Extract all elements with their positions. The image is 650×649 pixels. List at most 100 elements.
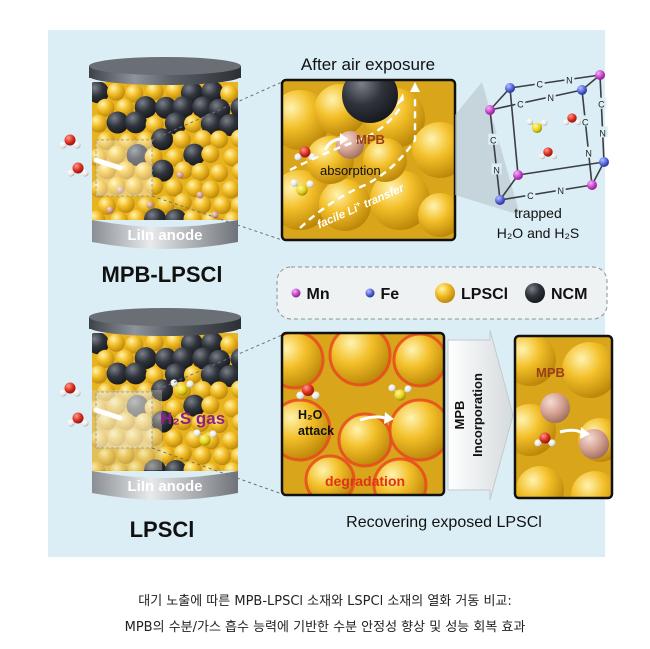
zoom-box-bottom	[95, 391, 153, 449]
caption-line-2: MPB의 수분/가스 흡수 능력에 기반한 수분 안정성 향상 및 성능 회복 …	[124, 620, 526, 635]
trapped-label-1: trapped	[514, 205, 561, 221]
lpscl-particle	[191, 413, 210, 432]
hydrogen-atom	[388, 384, 396, 392]
legend-label-fe: Fe	[381, 286, 400, 303]
lpscl-particle	[125, 428, 144, 447]
hydrogen-atom	[548, 439, 556, 447]
hydrogen-atom	[294, 153, 302, 161]
oxygen-atom	[72, 162, 84, 174]
mpb-particle	[196, 191, 204, 199]
ncm-particle	[151, 410, 174, 433]
lpscl-particle	[92, 210, 106, 220]
lpscl-particle	[193, 381, 212, 400]
lpscl-particle	[145, 333, 164, 352]
lpscl-particle	[183, 209, 202, 220]
cn-atom-label: N	[493, 165, 500, 175]
lpscl-particle	[116, 194, 135, 213]
lpscl-particle	[201, 145, 220, 164]
h2s-gas-label: H₂S gas	[160, 409, 225, 428]
hydrogen-atom	[59, 141, 67, 149]
mpb-particle	[176, 171, 184, 179]
lpscl-particle	[223, 399, 238, 418]
mpb-incorporation-arrow: MPB Incorporation	[447, 329, 514, 501]
zoom-connector-top-2	[151, 195, 283, 241]
hydrogen-atom	[67, 419, 75, 427]
lpscl-particle	[107, 428, 126, 447]
lpscl-particle	[96, 349, 115, 368]
lpscl-particle	[230, 129, 238, 148]
lpscl-particle	[418, 193, 455, 237]
lpscl-particle	[210, 164, 229, 183]
lpscl-particle	[92, 114, 108, 133]
ncm-particle	[144, 459, 167, 471]
lpscl-particle	[145, 428, 164, 447]
lpscl-particle	[515, 336, 556, 386]
water-molecules-top	[59, 134, 89, 177]
mpb-particle	[106, 206, 114, 214]
zoom-degradation: H₂O attack degradation	[280, 331, 446, 497]
lpscl-particle	[213, 196, 232, 215]
lpscl-particle	[174, 412, 193, 431]
lpscl-particle	[165, 148, 184, 167]
lpscl-particle	[164, 429, 183, 448]
fe-atom	[495, 195, 505, 205]
oxygen-atom	[64, 382, 76, 394]
degradation-rim	[282, 398, 332, 462]
hydrogen-atom	[404, 385, 412, 393]
legend-label-ncm: NCM	[551, 286, 587, 303]
lpscl-particle	[97, 132, 116, 151]
zoom-after-air: facile Li+ transfer MPB absorption	[280, 78, 457, 242]
mpb-particle	[540, 393, 570, 423]
lpscl-particle	[109, 462, 128, 471]
degradation-rim	[304, 454, 356, 495]
lpscl-particle	[193, 446, 212, 465]
ncm-particle	[183, 394, 206, 417]
lpscl-particle	[221, 180, 238, 199]
oxygen-atom	[72, 412, 84, 424]
lpscl-particle	[116, 161, 135, 180]
lpscl-particle	[96, 98, 115, 117]
cube-edge	[499, 174, 519, 201]
cn-atom-label: C	[536, 80, 543, 90]
lpscl-particle	[230, 447, 238, 466]
lpscl-particle	[107, 396, 126, 415]
lpscl-particle	[145, 177, 164, 196]
lpscl-particle	[173, 193, 192, 212]
lpscl-particle	[183, 460, 202, 471]
ncm-particle	[218, 364, 238, 387]
degradation-rim	[328, 333, 392, 387]
mpb-particle	[116, 186, 124, 194]
after-air-title: After air exposure	[301, 55, 435, 74]
ncm-particle	[92, 333, 109, 355]
hydrogen-atom	[538, 153, 546, 160]
degradation-rim	[372, 457, 428, 495]
lpscl-particle	[339, 414, 391, 466]
h2s-molecules-cell	[170, 379, 217, 446]
lpscl-particle	[116, 445, 135, 464]
trapped-label-2: H₂O and H₂S	[497, 225, 579, 241]
recovering-label: Recovering exposed LPSCl	[346, 514, 542, 531]
ncm-particle	[151, 128, 174, 151]
absorption-label: absorption	[320, 163, 381, 178]
lpscl-particle	[210, 415, 229, 434]
lpscl-particle	[394, 334, 444, 386]
hydrogen-atom	[550, 153, 558, 160]
lpscl-particle	[125, 177, 144, 196]
lpscl-particle	[231, 162, 238, 180]
ncm-particle	[124, 362, 147, 385]
cube-edge	[517, 161, 605, 176]
hydrogen-atom	[534, 439, 542, 447]
cube-edge	[509, 74, 601, 89]
lpscl-particle	[571, 471, 612, 498]
lpscl-particle	[92, 365, 108, 384]
lpscl-particle	[191, 162, 210, 181]
mpb-particle	[579, 429, 609, 459]
sulfur-atom	[296, 184, 308, 196]
hydrogen-atom	[81, 419, 89, 427]
ncm-particle	[218, 113, 238, 136]
cn-atom-label: N	[557, 186, 564, 196]
ncm-particle	[183, 143, 206, 166]
sulfur-atom	[176, 384, 188, 396]
hydrogen-atom	[311, 391, 320, 400]
